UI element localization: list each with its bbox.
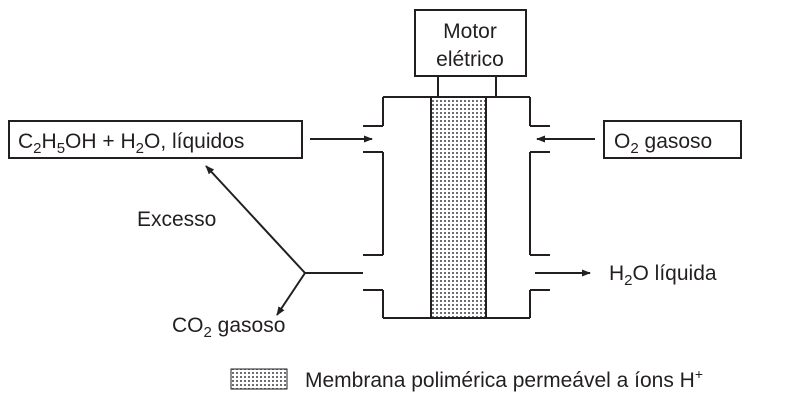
motor-label-line1: Motor <box>443 20 497 43</box>
co2-out-label: CO2 gasoso <box>172 314 285 341</box>
excess-label: Excesso <box>137 208 216 231</box>
arrow-co2-out <box>276 272 306 316</box>
motor-label-line2: elétrico <box>436 48 504 71</box>
inlet-right-box: O2 gasoso <box>603 120 742 159</box>
fuel-cell-body <box>363 96 550 319</box>
flow-arrows <box>205 135 595 316</box>
inlet-right-label: O2 gasoso <box>614 130 712 157</box>
legend-label: Membrana polimérica permeável a íons H+ <box>305 366 703 392</box>
inlet-left-box: C2H5OH + H2O, líquidos <box>8 120 303 159</box>
arrow-excess-return <box>205 165 306 274</box>
legend: Membrana polimérica permeável a íons H+ <box>230 366 703 392</box>
motor-connectors <box>437 76 497 97</box>
electric-motor: Motor elétrico <box>414 9 527 77</box>
water-out-label: H2O líquida <box>609 262 717 289</box>
inlet-left-label: C2H5OH + H2O, líquidos <box>18 130 244 157</box>
legend-swatch <box>230 368 288 390</box>
membrane <box>430 96 487 319</box>
